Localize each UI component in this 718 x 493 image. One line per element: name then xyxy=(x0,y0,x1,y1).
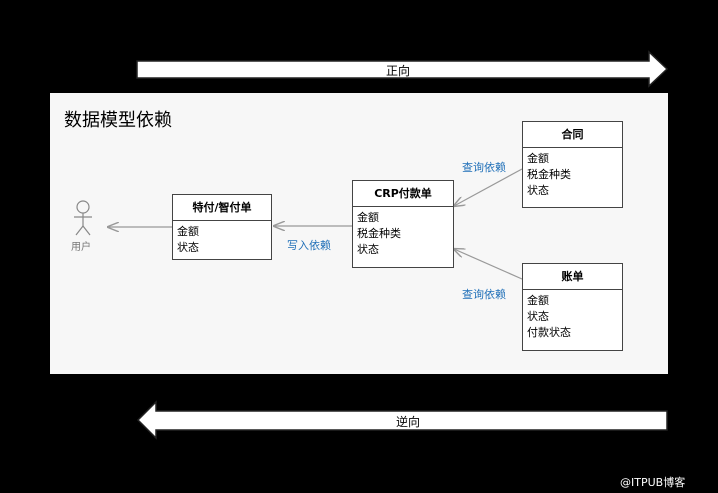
bill-box: 账单 金额 状态 付款状态 xyxy=(522,263,623,351)
tefu-box-title: 特付/智付单 xyxy=(173,195,271,221)
backward-arrow xyxy=(136,400,668,440)
tefu-field: 金额 xyxy=(177,225,199,238)
diagram-title: 数据模型依赖 xyxy=(64,110,172,131)
bill-field: 付款状态 xyxy=(527,326,571,339)
contract-field: 金额 xyxy=(527,152,549,165)
crp-box-title: CRP付款单 xyxy=(353,181,453,207)
bill-box-title: 账单 xyxy=(523,264,622,290)
edge-label-write: 写入依赖 xyxy=(287,239,331,252)
edge-label-query-contract: 查询依赖 xyxy=(462,161,506,174)
watermark: @ITPUB博客 xyxy=(620,476,686,489)
backward-arrow-label: 逆向 xyxy=(395,415,420,429)
tefu-field: 状态 xyxy=(177,241,199,254)
contract-box-title: 合同 xyxy=(523,122,622,148)
edge-contract-to-crp xyxy=(454,168,523,206)
crp-box: CRP付款单 金额 税金种类 状态 xyxy=(352,180,454,268)
crp-field: 状态 xyxy=(357,243,379,256)
edge-label-query-bill: 查询依赖 xyxy=(462,288,506,301)
connector-lines xyxy=(74,168,523,280)
crp-field: 金额 xyxy=(357,211,379,224)
contract-field: 状态 xyxy=(527,184,549,197)
bill-field: 金额 xyxy=(527,294,549,307)
user-actor-icon xyxy=(74,200,92,236)
crp-field: 税金种类 xyxy=(357,227,401,240)
user-actor-label: 用户 xyxy=(71,242,91,253)
contract-box: 合同 金额 税金种类 状态 xyxy=(522,121,623,208)
forward-arrow xyxy=(136,50,669,88)
forward-arrow-label: 正向 xyxy=(385,64,410,78)
diagram-panel: 数据模型依赖 用户 特付/智付单 金额 状态 CRP付款单 xyxy=(50,93,668,374)
edge-bill-to-crp xyxy=(454,249,523,280)
tefu-box: 特付/智付单 金额 状态 xyxy=(172,194,272,260)
contract-field: 税金种类 xyxy=(527,168,571,181)
bill-field: 状态 xyxy=(527,310,549,323)
